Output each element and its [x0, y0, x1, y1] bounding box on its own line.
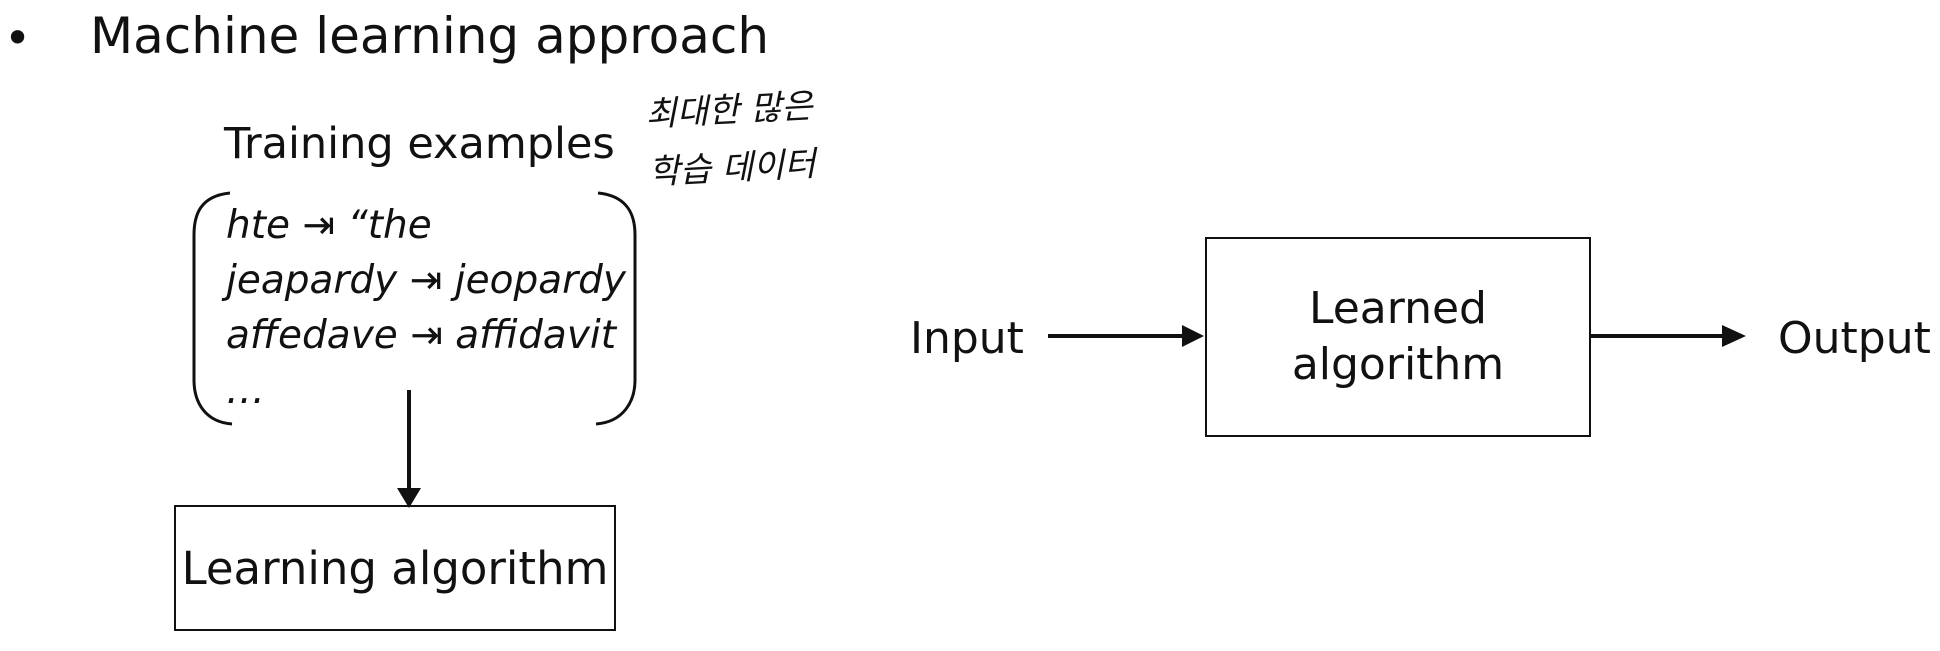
example-typo: hte [226, 203, 291, 248]
input-label: Input [910, 313, 1024, 364]
example-row: hte ⇥ “the [226, 198, 626, 253]
learning-algorithm-box: Learning algorithm [174, 505, 616, 631]
right-arrow-icon: ⇥ [409, 258, 443, 303]
learned-algorithm-box: Learned algorithm [1205, 237, 1591, 437]
right-bracket [595, 191, 637, 426]
right-arrow-icon: ⇥ [302, 203, 336, 248]
example-correction: affidavit [455, 313, 617, 358]
example-ellipsis: … [226, 368, 265, 413]
training-examples-list: hte ⇥ “the jeapardy ⇥ jeopardy affedave … [226, 198, 626, 418]
right-arrow-icon: ⇥ [410, 313, 443, 358]
learned-algorithm-line-2: algorithm [1291, 339, 1505, 390]
training-examples-title: Training examples [224, 119, 615, 169]
output-label: Output [1778, 313, 1931, 364]
example-row: jeapardy ⇥ jeopardy [226, 253, 626, 308]
learning-algorithm-label: Learning algorithm [181, 541, 609, 595]
example-typo: jeapardy [226, 258, 398, 303]
learned-algorithm-line-1: Learned [1309, 283, 1487, 334]
left-bracket [192, 191, 233, 426]
output-arrow-head [1722, 325, 1746, 347]
example-row: affedave ⇥ affidavit [226, 308, 626, 363]
down-arrow-head [397, 488, 421, 508]
example-typo: affedave [226, 313, 398, 358]
example-correction: “the [347, 203, 432, 248]
slide-heading: Machine learning approach [90, 7, 770, 65]
bullet-icon: • [4, 11, 32, 65]
example-correction: jeopardy [454, 258, 626, 303]
input-arrow-head [1182, 325, 1204, 347]
